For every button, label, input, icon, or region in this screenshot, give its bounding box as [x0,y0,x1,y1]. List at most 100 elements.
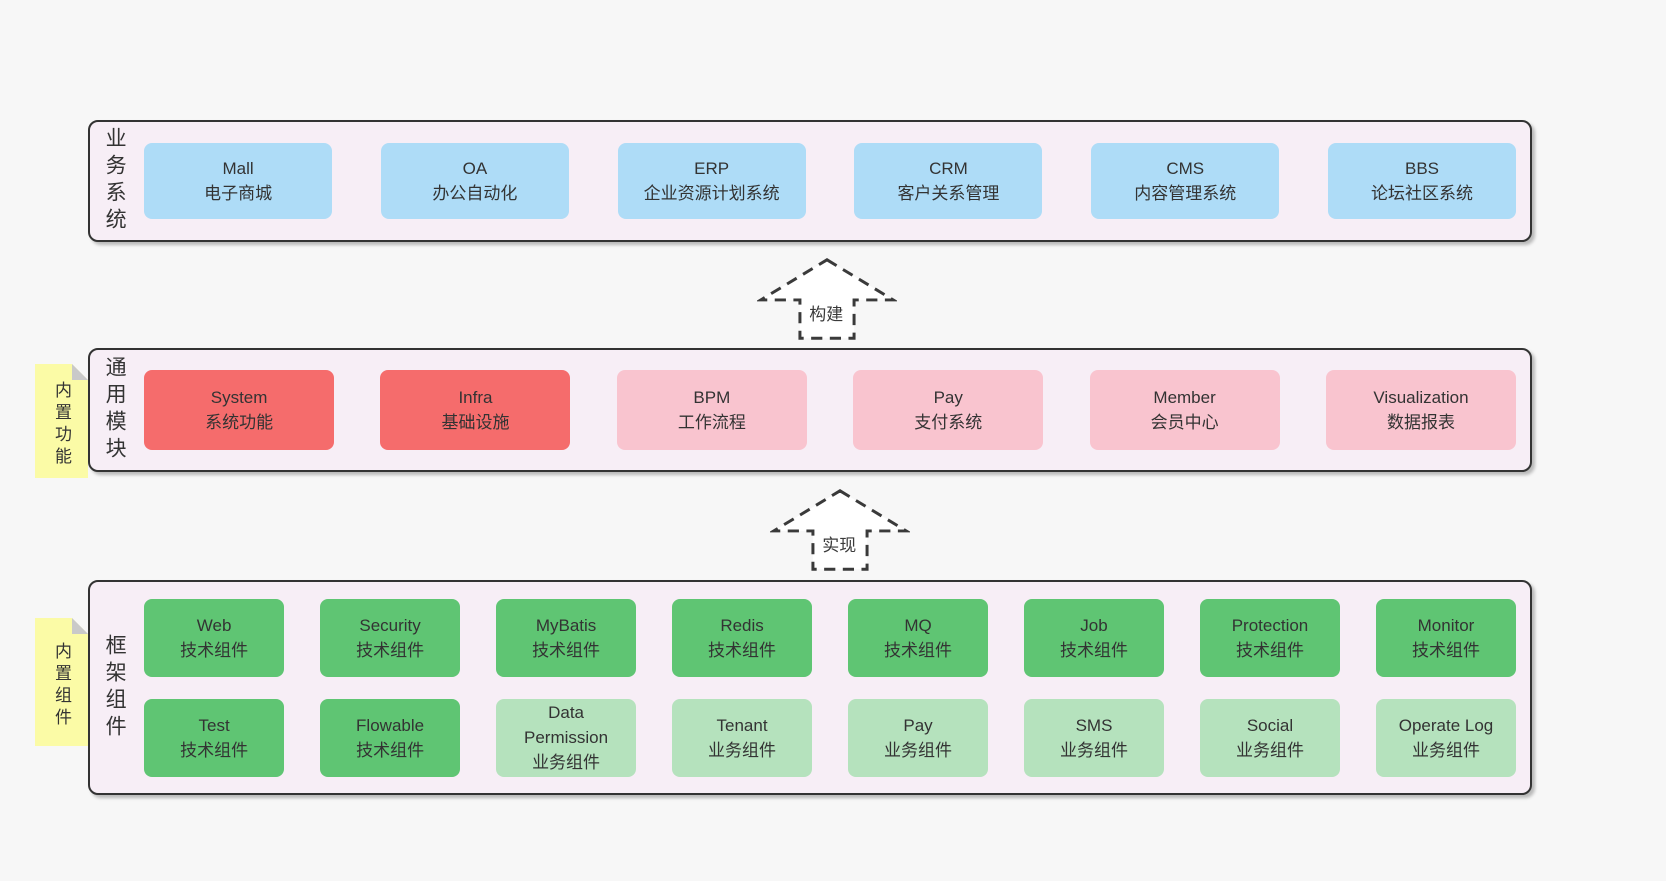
box-subtitle: 业务组件 [1411,740,1480,760]
box-name: Pay [903,715,933,735]
box-subtitle: 业务组件 [532,753,601,772]
box-subtitle: 技术组件 [1060,640,1129,660]
sticky-note-builtin-features: 内置功能 [35,364,88,478]
box-name: MyBatis [535,615,597,635]
arrow-build: 构建 [757,256,897,342]
box-bbs: BBS 论坛社区系统 [1328,143,1516,219]
box-pay: Pay 支付系统 [853,370,1044,450]
box-name: CRM [929,159,968,178]
box-operate-log: Operate Log 业务组件 [1375,698,1516,777]
box-security: Security 技术组件 [320,598,461,677]
box-subtitle: 支付系统 [914,413,983,432]
box-subtitle: 工作流程 [677,413,746,432]
box-subtitle: 技术组件 [356,640,425,660]
box-protection: Protection 技术组件 [1200,598,1340,677]
box-name: Redis [720,615,764,635]
box-name: Job [1080,615,1108,635]
box-name: Data Permission [524,703,609,747]
box-test: Test 技术组件 [144,698,285,777]
band-label-business-systems: 业务系统 [103,127,127,235]
box-subtitle: 系统功能 [205,413,274,432]
arrow-build-label: 构建 [806,300,847,325]
box-sms: SMS 业务组件 [1024,698,1165,777]
box-subtitle: 论坛社区系统 [1371,184,1473,203]
box-subtitle: 技术组件 [1236,640,1304,660]
sticky-note-text: 内置组件 [52,642,71,730]
box-name: Operate Log [1398,715,1494,735]
box-subtitle: 基础设施 [441,413,510,432]
arrow-implement: 实现 [770,487,910,573]
box-subtitle: 技术组件 [884,640,953,660]
box-infra: Infra 基础设施 [380,370,571,450]
box-data-permission: Data Permission 业务组件 [496,698,637,777]
sticky-note-builtin-components: 内置组件 [35,618,88,746]
box-subtitle: 业务组件 [1060,740,1129,760]
box-subtitle: 会员中心 [1150,413,1219,432]
box-subtitle: 数据报表 [1386,413,1455,432]
box-cms: CMS 内容管理系统 [1091,143,1280,219]
box-name: Member [1153,388,1216,407]
arrow-implement-label: 实现 [819,531,860,556]
box-job: Job 技术组件 [1024,598,1165,677]
box-name: BPM [693,388,731,407]
box-oa: OA 办公自动化 [380,143,569,219]
box-subtitle: 技术组件 [708,640,777,660]
box-name: Web [196,615,232,635]
box-redis: Redis 技术组件 [672,598,813,677]
box-web: Web 技术组件 [144,598,285,677]
box-name: Pay [933,388,963,407]
box-subtitle: 技术组件 [180,740,249,760]
box-subtitle: 办公自动化 [432,184,518,203]
box-name: Test [198,715,230,735]
note-fold-icon [72,364,88,380]
box-name: ERP [694,159,730,178]
box-subtitle: 技术组件 [356,740,425,760]
box-subtitle: 内容管理系统 [1134,184,1237,203]
box-subtitle: 业务组件 [708,740,777,760]
dashed-up-arrow-icon [757,258,897,340]
box-erp: ERP 企业资源计划系统 [617,143,806,219]
box-subtitle: 电子商城 [204,184,273,203]
box-mall: Mall 电子商城 [144,143,333,219]
box-name: Visualization [1373,388,1469,407]
band-label-common-modules: 通用模块 [103,356,127,464]
dashed-up-arrow-icon [770,489,910,571]
box-subtitle: 技术组件 [180,640,249,660]
box-name: Infra [458,388,493,407]
box-subtitle: 企业资源计划系统 [643,184,780,203]
box-subtitle: 业务组件 [1236,740,1304,760]
band-label-framework-components: 框架组件 [103,633,127,742]
box-name: Security [359,615,421,635]
box-name: SMS [1075,715,1113,735]
box-mq: MQ 技术组件 [848,598,989,677]
box-name: BBS [1404,159,1440,178]
box-visualization: Visualization 数据报表 [1325,370,1516,450]
box-name: OA [462,159,488,178]
box-name: Mall [222,159,254,178]
box-name: Monitor [1417,615,1475,635]
sticky-note-text: 内置功能 [52,381,71,469]
box-subtitle: 技术组件 [1411,640,1480,660]
box-subtitle: 技术组件 [532,640,601,660]
box-mybatis: MyBatis 技术组件 [496,598,637,677]
box-monitor: Monitor 技术组件 [1375,598,1516,677]
box-name: MQ [904,615,932,635]
box-name: Protection [1231,615,1309,635]
box-name: CMS [1166,159,1205,178]
box-bpm: BPM 工作流程 [616,370,807,450]
